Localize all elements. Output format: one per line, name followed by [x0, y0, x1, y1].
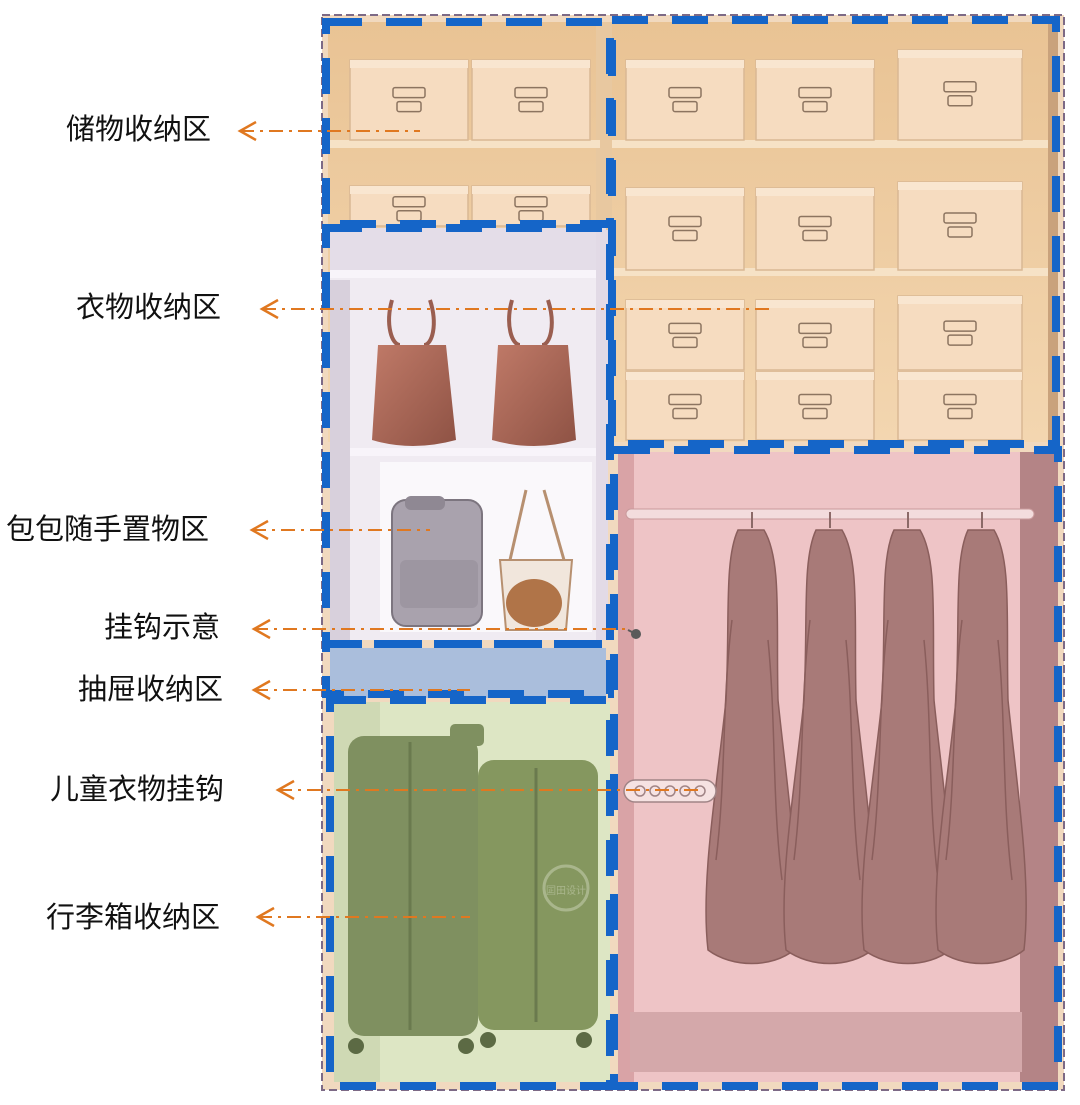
- leader-line: [255, 906, 470, 928]
- storage-box: [471, 185, 591, 227]
- storage-box: [755, 59, 875, 141]
- storage-box: [755, 371, 875, 441]
- label-clothing-zone: 衣物收纳区: [76, 290, 222, 324]
- storage-box: [755, 299, 875, 371]
- leader-line: [251, 679, 470, 701]
- leader-line: [275, 779, 700, 801]
- svg-text:囸田设计: 囸田设计: [546, 884, 586, 897]
- storage-box: [625, 371, 745, 441]
- kids-hook-bar: [623, 779, 717, 803]
- handbag-icon: [372, 299, 456, 446]
- suitcase-small-icon: [478, 760, 598, 1048]
- backpack-icon: [391, 496, 483, 627]
- garment-icon: [783, 512, 875, 965]
- garments: [705, 512, 1027, 965]
- storage-box: [897, 49, 1023, 141]
- storage-box: [349, 59, 469, 141]
- leader-line: [259, 298, 770, 320]
- leader-line: [251, 618, 630, 640]
- leader-line: [249, 519, 430, 541]
- storage-box: [897, 371, 1023, 441]
- garment-icon: [935, 512, 1027, 965]
- label-storage-zone: 储物收纳区: [66, 112, 212, 146]
- suitcase-large-icon: [348, 724, 484, 1054]
- garment-icon: [861, 512, 953, 965]
- label-bag-zone: 包包随手置物区: [6, 512, 210, 546]
- storage-box: [897, 295, 1023, 371]
- leader-lines: [237, 120, 770, 928]
- label-luggage-zone: 行李箱收纳区: [46, 900, 221, 934]
- handbag-icon: [492, 299, 576, 446]
- storage-box: [755, 187, 875, 271]
- garment-icon: [705, 512, 797, 965]
- storage-box: [625, 59, 745, 141]
- hook-icon: [627, 629, 641, 639]
- zone-borders: [322, 16, 1062, 1090]
- label-kids-hooks: 儿童衣物挂钩: [50, 772, 225, 806]
- label-drawer-zone: 抽屉收纳区: [78, 672, 224, 706]
- storage-box: [897, 181, 1023, 271]
- storage-box: [471, 59, 591, 141]
- storage-box: [625, 187, 745, 271]
- label-hook-example: 挂钩示意: [104, 610, 221, 644]
- watermark-stamp: 囸田设计: [542, 864, 590, 912]
- storage-box: [625, 299, 745, 371]
- leader-line: [237, 120, 420, 142]
- tote-bag-icon: [498, 489, 574, 631]
